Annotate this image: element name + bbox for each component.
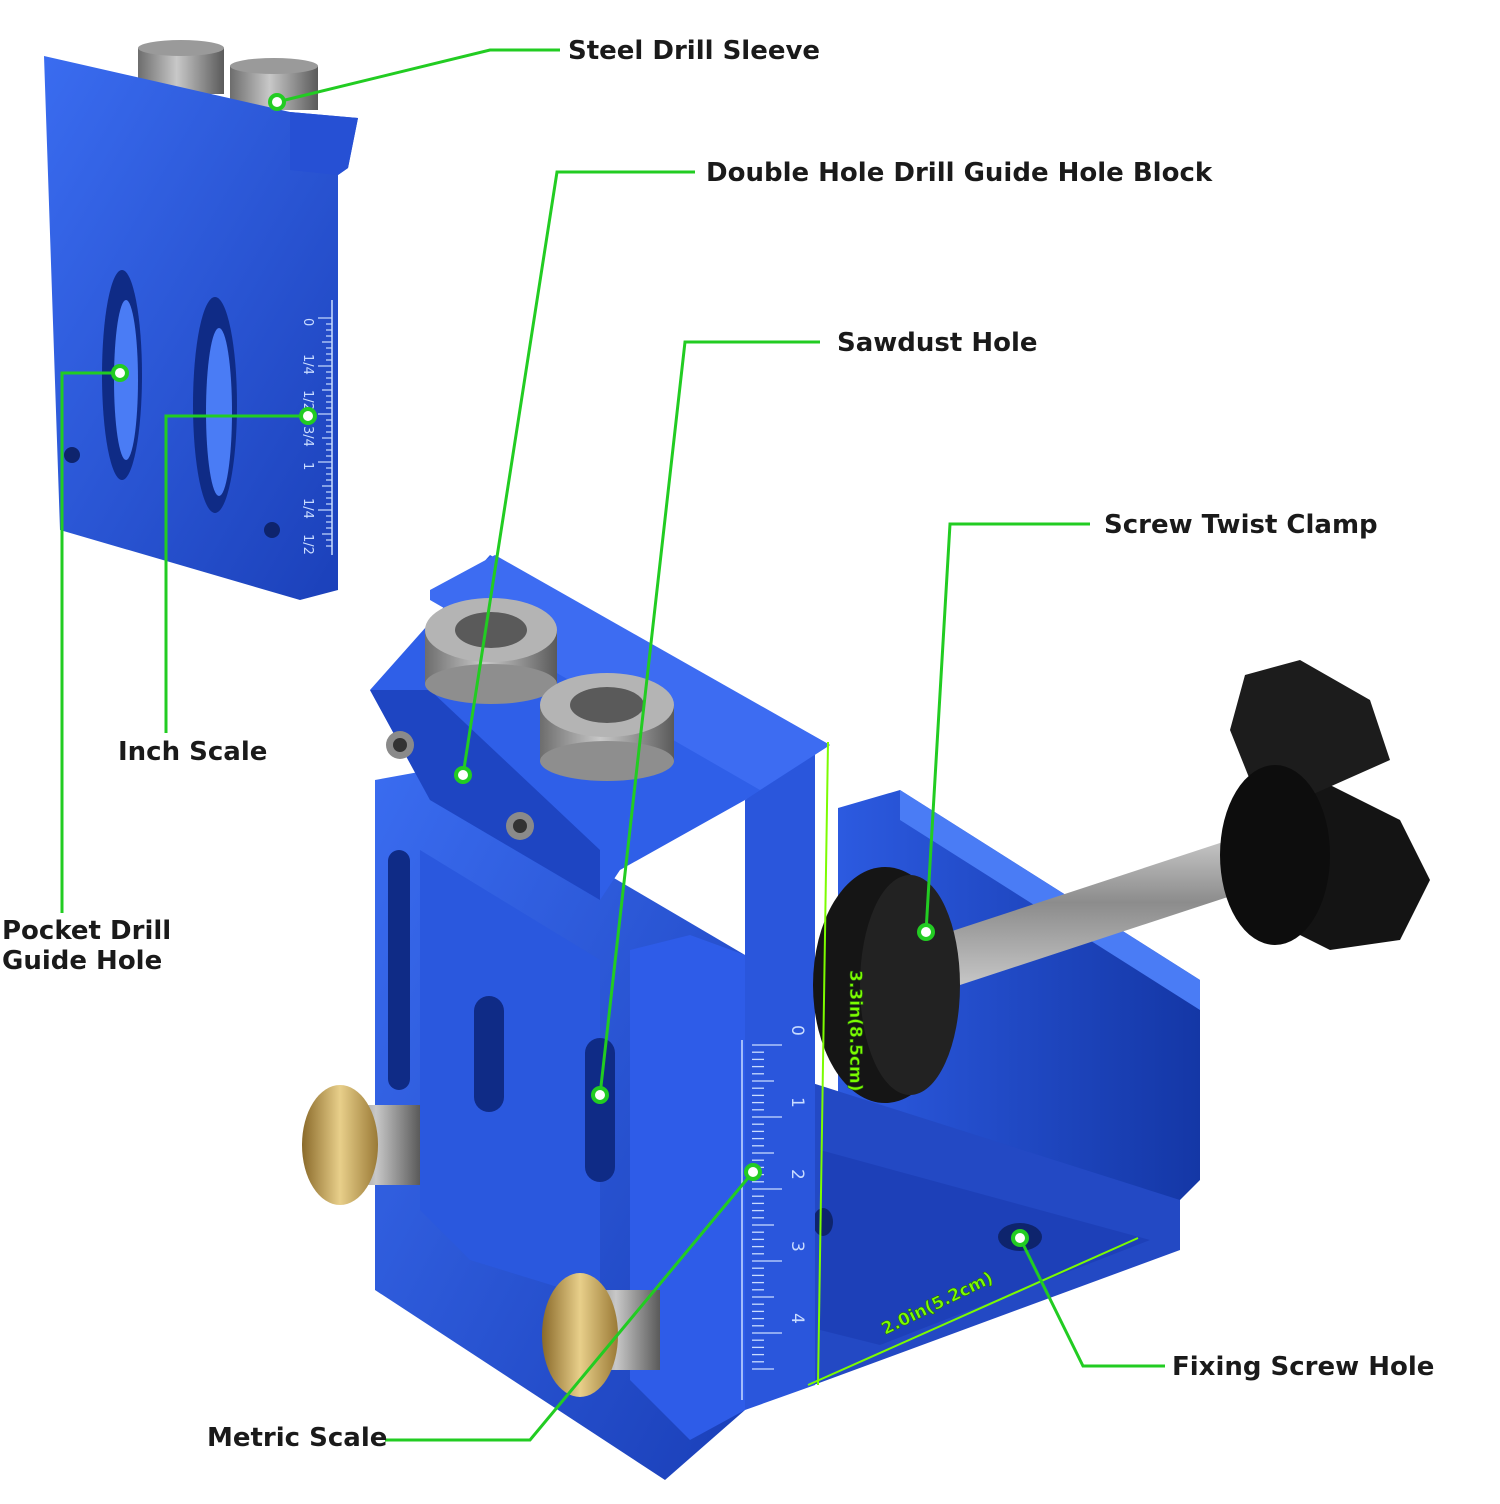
metric-scale-label: 4 bbox=[787, 1313, 807, 1324]
label-double-hole-block: Double Hole Drill Guide Hole Block bbox=[706, 158, 1213, 188]
label-sawdust-hole: Sawdust Hole bbox=[837, 328, 1038, 358]
leader-steel-drill-sleeve bbox=[276, 48, 560, 104]
drill-sleeve-front-left bbox=[425, 598, 557, 704]
metric-scale-label: 3 bbox=[787, 1241, 807, 1252]
metric-scale-label: 2 bbox=[787, 1169, 807, 1180]
sawdust-hole bbox=[585, 1038, 615, 1182]
leader-inch-scale bbox=[164, 414, 308, 733]
metric-scale-label: 1 bbox=[787, 1097, 807, 1108]
label-screw-twist-clamp: Screw Twist Clamp bbox=[1104, 510, 1378, 540]
label-pocket-drill-guide-hole-line1: Pocket Drill bbox=[2, 916, 172, 946]
inch-scale-label: 3/4 bbox=[300, 426, 315, 447]
dot-steel-drill-sleeve bbox=[268, 93, 286, 111]
drill-sleeve-front-right bbox=[540, 673, 674, 781]
guide-block-detail: 0 1/4 1/2 3/4 1 1/4 1/2 bbox=[44, 40, 358, 600]
label-metric-scale: Metric Scale bbox=[207, 1423, 388, 1453]
inch-scale-label: 1 bbox=[300, 462, 315, 470]
leader-screw-twist-clamp bbox=[924, 522, 1090, 933]
brass-thumb-screw-lower bbox=[542, 1273, 660, 1397]
leader-pocket-drill-guide-hole bbox=[60, 371, 120, 913]
metric-scale-label: 0 bbox=[787, 1025, 807, 1036]
inch-scale-label: 1/2 bbox=[300, 390, 315, 411]
height-dimension: 3.3in(8.5cm) bbox=[817, 741, 865, 1386]
body-slot-left bbox=[474, 996, 504, 1112]
inch-scale-ruler: 0 1/4 1/2 3/4 1 1/4 1/2 bbox=[300, 300, 333, 555]
inch-scale-label: 1/2 bbox=[300, 534, 315, 555]
main-jig: 0 1 2 3 4 bbox=[302, 555, 1430, 1480]
dot-fixing-screw-hole bbox=[1011, 1229, 1029, 1247]
height-dimension-label: 3.3in(8.5cm) bbox=[845, 970, 865, 1092]
leader-fixing-screw-hole bbox=[1018, 1237, 1165, 1368]
brass-thumb-screw-upper bbox=[302, 1085, 420, 1205]
dot-inch-scale bbox=[299, 407, 317, 425]
callout-lines bbox=[60, 48, 1165, 1442]
inch-scale-label: 0 bbox=[300, 318, 315, 326]
dot-double-hole-block bbox=[454, 766, 472, 784]
inch-scale-label: 1/4 bbox=[300, 498, 315, 519]
dot-metric-scale bbox=[744, 1163, 762, 1181]
label-fixing-screw-hole: Fixing Screw Hole bbox=[1172, 1352, 1435, 1382]
leader-double-hole-block bbox=[461, 170, 695, 776]
label-pocket-drill-guide-hole-line2: Guide Hole bbox=[2, 946, 163, 976]
inch-scale-label: 1/4 bbox=[300, 354, 315, 375]
dot-pocket-drill-guide-hole bbox=[111, 364, 129, 382]
label-steel-drill-sleeve: Steel Drill Sleeve bbox=[568, 36, 821, 66]
callout-dots bbox=[111, 93, 1029, 1247]
leader-metric-scale bbox=[385, 1171, 755, 1442]
dot-sawdust-hole bbox=[591, 1086, 609, 1104]
leader-sawdust-hole bbox=[598, 340, 820, 1096]
label-inch-scale: Inch Scale bbox=[118, 737, 268, 767]
dot-screw-twist-clamp bbox=[917, 923, 935, 941]
metric-scale-ruler: 0 1 2 3 4 bbox=[741, 1025, 807, 1400]
